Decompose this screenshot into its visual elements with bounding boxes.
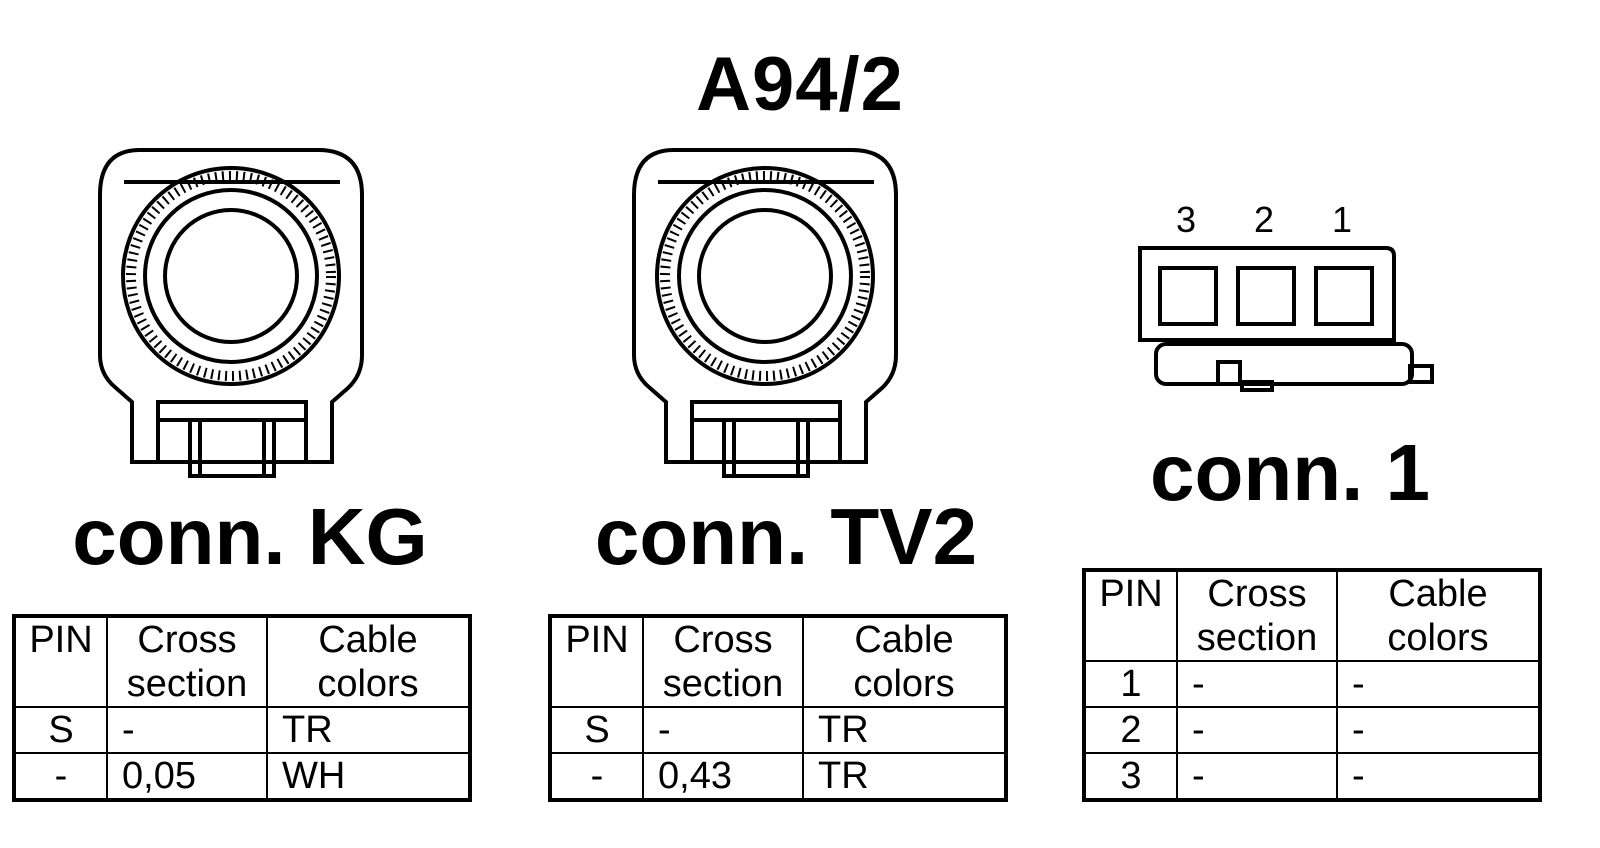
cell-cross-section: - xyxy=(1176,706,1338,754)
cell-cable-color: - xyxy=(1336,752,1541,801)
pin-label-3: 3 xyxy=(1175,199,1197,240)
cell-pin: 1 xyxy=(1083,660,1178,708)
table-row: 2 - - xyxy=(1083,706,1541,754)
pin-cavity-3 xyxy=(1158,266,1218,326)
connector-outer-ring xyxy=(655,166,875,386)
coax-connector-tv2-drawing xyxy=(632,148,898,478)
header-cable-colors: Cable colors xyxy=(802,615,1007,708)
connector-title-kg: conn. KG xyxy=(72,492,428,581)
three-pin-connector-drawing xyxy=(1138,246,1434,392)
pin-cavity-2 xyxy=(1236,266,1296,326)
header-cross-section: Cross section xyxy=(106,615,268,708)
header-pin: PIN xyxy=(549,615,644,708)
cell-cross-section: 0,43 xyxy=(642,752,804,801)
connector-title-1: conn. 1 xyxy=(1149,428,1431,517)
housing-latch xyxy=(1216,360,1242,386)
pin-table-kg: PIN Cross section Cable colors S - TR - … xyxy=(12,614,472,802)
cell-cable-color: TR xyxy=(266,706,471,754)
latch-frame xyxy=(156,400,308,464)
pin-label-2: 2 xyxy=(1253,199,1275,240)
cell-cable-color: - xyxy=(1336,706,1541,754)
cell-cross-section: 0,05 xyxy=(106,752,268,801)
connector-body-outline xyxy=(632,148,898,464)
pin-cavity-1 xyxy=(1314,266,1374,326)
table-row: - 0,43 TR xyxy=(549,752,1007,801)
table-row: 1 - - xyxy=(1083,660,1541,708)
connector-inner-ring xyxy=(143,188,319,364)
cell-pin: - xyxy=(13,752,108,801)
connector-knurled-ring xyxy=(126,171,336,381)
diagram-title: A94/2 xyxy=(696,42,904,127)
latch-tab xyxy=(722,418,810,478)
pin-table-tv2: PIN Cross section Cable colors S - TR - … xyxy=(548,614,1008,802)
table-header-row: PIN Cross section Cable colors xyxy=(1083,569,1541,662)
cell-cross-section: - xyxy=(1176,660,1338,708)
cell-cross-section: - xyxy=(642,706,804,754)
housing-outline xyxy=(1138,246,1396,342)
cell-pin: - xyxy=(549,752,644,801)
cell-cable-color: TR xyxy=(802,706,1007,754)
cell-pin: 3 xyxy=(1083,752,1178,801)
cell-cross-section: - xyxy=(1176,752,1338,801)
cell-pin: S xyxy=(13,706,108,754)
connector-socket xyxy=(163,208,299,344)
header-cable-colors: Cable colors xyxy=(266,615,471,708)
cell-cable-color: - xyxy=(1336,660,1541,708)
cell-pin: 2 xyxy=(1083,706,1178,754)
connector-inner-ring xyxy=(677,188,853,364)
table-row: - 0,05 WH xyxy=(13,752,471,801)
cell-cable-color: TR xyxy=(802,752,1007,801)
latch-frame xyxy=(690,400,842,464)
cell-pin: S xyxy=(549,706,644,754)
header-cross-section: Cross section xyxy=(642,615,804,708)
connector-title-tv2: conn. TV2 xyxy=(594,492,978,581)
latch-tab xyxy=(188,418,276,478)
coax-connector-kg-drawing xyxy=(98,148,364,478)
cell-cross-section: - xyxy=(106,706,268,754)
table-row: S - TR xyxy=(13,706,471,754)
table-row: S - TR xyxy=(549,706,1007,754)
locking-tab xyxy=(1408,364,1434,384)
table-row: 3 - - xyxy=(1083,752,1541,801)
pin-label-1: 1 xyxy=(1331,199,1353,240)
connector-body-outline xyxy=(98,148,364,464)
header-cable-colors: Cable colors xyxy=(1336,569,1541,662)
pin-table-conn1: PIN Cross section Cable colors 1 - - 2 -… xyxy=(1082,568,1542,802)
table-header-row: PIN Cross section Cable colors xyxy=(549,615,1007,708)
connector-outer-ring xyxy=(121,166,341,386)
header-cross-section: Cross section xyxy=(1176,569,1338,662)
table-header-row: PIN Cross section Cable colors xyxy=(13,615,471,708)
header-pin: PIN xyxy=(13,615,108,708)
connector-knurled-ring xyxy=(660,171,870,381)
cell-cable-color: WH xyxy=(266,752,471,801)
connector-socket xyxy=(697,208,833,344)
header-pin: PIN xyxy=(1083,569,1178,662)
locking-bar xyxy=(1154,342,1414,386)
